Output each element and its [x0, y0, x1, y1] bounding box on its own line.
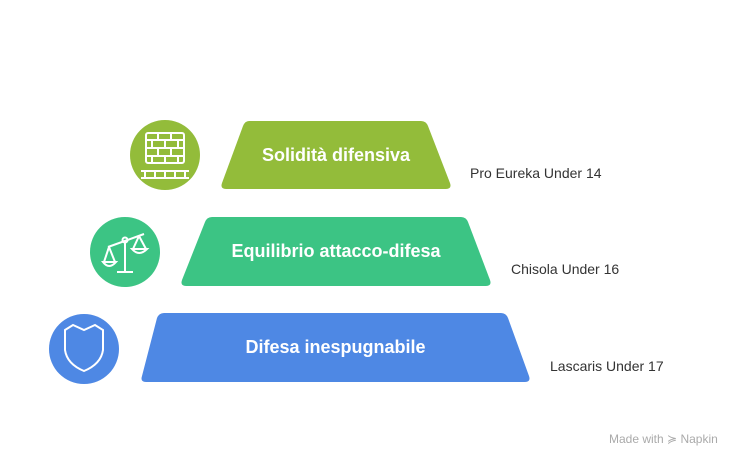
level-3-trapezoid [141, 313, 530, 382]
napkin-logo-icon: ≽ [667, 432, 678, 446]
level-1-trapezoid [221, 121, 451, 189]
level-1-team: Pro Eureka Under 14 [470, 165, 602, 181]
brick-wall-icon [130, 120, 200, 190]
level-2-label: Equilibrio attacco-difesa [231, 241, 441, 261]
level-3-label: Difesa inespugnabile [245, 337, 426, 357]
level-2-trapezoid [181, 217, 491, 286]
made-with-text: Made with [609, 432, 664, 446]
balance-scale-icon [90, 217, 160, 287]
level-1-label: Solidità difensiva [261, 145, 411, 165]
shield-icon [49, 314, 119, 384]
napkin-brand: Napkin [680, 432, 718, 446]
level-2-team: Chisola Under 16 [511, 261, 620, 277]
napkin-credit[interactable]: Made with ≽ Napkin [609, 432, 718, 446]
level-3-team: Lascaris Under 17 [550, 358, 664, 374]
